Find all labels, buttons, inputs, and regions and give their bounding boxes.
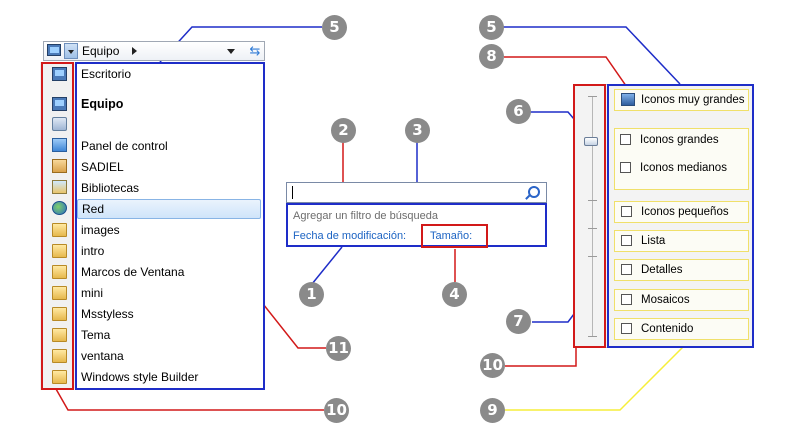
chevron-down-icon[interactable] [64,43,78,59]
view-option[interactable]: Lista [614,230,749,252]
refresh-icon[interactable]: ⇆ [249,43,261,58]
large-icons-icon [620,134,631,145]
filter-date-link[interactable]: Fecha de modificación: [293,230,407,242]
callout-box-3 [286,203,547,247]
list-item[interactable]: mini [81,286,104,300]
callout-badge: 10 [324,398,349,423]
view-option[interactable]: Iconos medianos [614,158,749,180]
chevron-right-icon[interactable] [132,47,141,55]
libraries-icon [52,180,67,194]
callout-box-5-right [607,84,754,348]
view-option[interactable]: Iconos grandes [614,130,749,152]
address-bar[interactable]: Equipo ⇆ [43,41,265,61]
filter-size-link[interactable]: Tamaño: [430,230,473,242]
breadcrumb[interactable]: Equipo [82,44,120,58]
list-item[interactable]: Msstyless [81,307,134,321]
desktop-icon [52,67,67,81]
callout-badge: 9 [480,398,505,423]
callout-box-5-left [75,62,265,390]
small-icons-icon [621,206,632,217]
view-option[interactable]: Mosaicos [614,289,749,311]
callout-badge: 5 [479,15,504,40]
callout-box-4 [421,224,488,248]
medium-icons-icon [620,162,631,173]
callout-box-10-left [41,62,74,390]
content-view-icon [621,323,632,334]
list-item[interactable]: Bibliotecas [81,181,140,195]
control-panel-icon [52,138,67,152]
slider-tick [588,200,597,201]
folder-icon [52,265,67,279]
search-input[interactable] [286,182,547,203]
view-option[interactable]: Detalles [614,259,749,281]
slider-tick [588,228,597,229]
callout-badge: 8 [479,44,504,69]
search-filter-hint: Agregar un filtro de búsqueda [293,210,438,222]
view-option[interactable]: Contenido [614,318,749,340]
folder-icon [52,370,67,384]
callout-box-10-right [573,84,606,348]
network-icon [52,201,67,215]
list-item[interactable]: Tema [81,328,111,342]
folder-icon [52,286,67,300]
list-item[interactable]: Escritorio [81,67,132,81]
recycle-bin-icon [52,117,67,131]
text-caret [292,186,293,199]
slider-tick [588,256,597,257]
list-item[interactable]: SADIEL [81,160,124,174]
list-view-icon [621,235,632,246]
folder-icon [52,328,67,342]
callout-badge: 6 [506,99,531,124]
list-item[interactable]: Windows style Builder [81,370,199,384]
callout-badge: 4 [442,282,467,307]
view-group [614,128,749,190]
location-dropdown [40,62,265,390]
user-folder-icon [52,159,67,173]
folder-icon [52,307,67,321]
callout-badge: 11 [326,336,351,361]
details-view-icon [621,264,632,275]
tiles-view-icon [621,294,632,305]
address-dropdown-icon[interactable] [227,49,235,58]
callout-badge: 5 [322,15,347,40]
view-option[interactable]: Iconos pequeños [614,201,749,223]
slider-thumb[interactable] [584,137,598,146]
computer-icon [52,97,67,111]
view-option[interactable]: Iconos muy grandes [614,89,749,111]
list-item[interactable]: ventana [81,349,124,363]
folder-icon [52,349,67,363]
computer-icon[interactable] [44,42,64,60]
callout-badge: 7 [506,309,531,334]
folder-icon [52,223,67,237]
view-size-slider[interactable] [592,96,593,336]
list-item-selected[interactable]: Red [77,199,261,219]
callout-badge: 1 [299,282,324,307]
search-icon[interactable] [528,186,540,198]
callout-badge: 10 [480,353,505,378]
extra-large-icons-icon [621,93,635,106]
list-item[interactable]: intro [81,244,105,258]
callout-badge: 3 [405,118,430,143]
slider-tick [588,96,597,97]
slider-tick [588,336,597,337]
folder-icon [52,244,67,258]
list-item[interactable]: Equipo [81,97,124,111]
list-item[interactable]: Marcos de Ventana [81,265,185,279]
callout-badge: 2 [331,118,356,143]
list-item[interactable]: Panel de control [81,139,168,153]
list-item[interactable]: images [81,223,120,237]
